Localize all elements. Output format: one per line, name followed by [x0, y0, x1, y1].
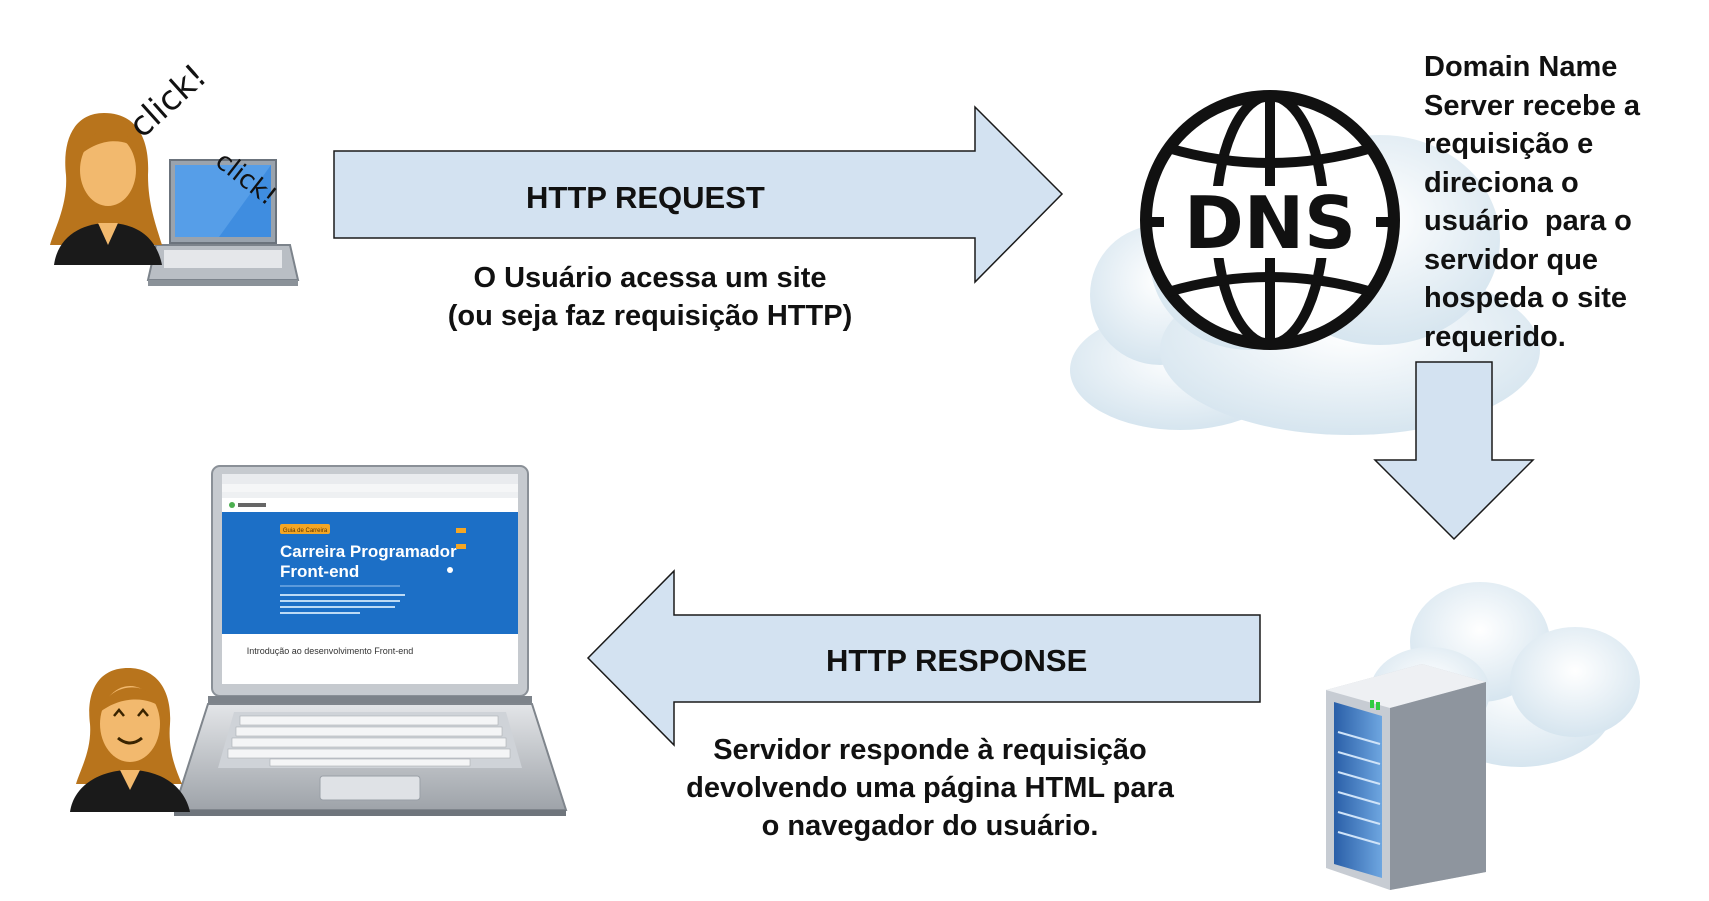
response-caption: Servidor responde à requisição devolvend…: [680, 731, 1180, 845]
dns-line-4: direciona o: [1424, 166, 1579, 199]
dns-badge-text: DNS: [1184, 181, 1356, 265]
response-caption-line-3: o navegador do usuário.: [761, 810, 1099, 842]
happy-person-icon: [70, 668, 190, 812]
dns-line-1: Domain Name: [1424, 51, 1618, 83]
dns-line-3: requisição e: [1424, 128, 1594, 160]
dns-line-7: hospeda o site: [1424, 282, 1628, 314]
response-caption-line-2: devolvendo uma página HTML para: [686, 772, 1174, 804]
screen-footer-text: Introdução ao desenvolvimento Front-end: [247, 646, 414, 656]
response-caption-line-1: Servidor responde à requisição: [713, 734, 1147, 766]
request-caption-line-2: (ou seja faz requisição HTTP): [447, 300, 853, 332]
person-clicking-laptop-icon: [50, 113, 300, 286]
dns-line-5: usuário para o: [1424, 205, 1632, 237]
http-response-label: HTTP RESPONSE: [826, 643, 1088, 678]
request-caption: O Usuário acessa um site (ou seja faz re…: [430, 259, 870, 335]
screen-hero-badge: Guia de Carreira: [283, 528, 328, 534]
screen-hero-title-1: Carreira Programador: [280, 542, 457, 561]
woman-avatar: [50, 113, 162, 265]
dns-line-8: requerido.: [1424, 320, 1566, 353]
http-request-label: HTTP REQUEST: [526, 180, 765, 215]
small-laptop-icon: [146, 159, 300, 286]
globe-dns-icon: DNS: [1140, 90, 1400, 350]
dns-line-2: Server recebe a: [1424, 89, 1641, 122]
dns-description: Domain Name Server recebe a requisição e…: [1424, 48, 1640, 356]
dns-line-6: servidor que: [1424, 243, 1599, 276]
request-caption-line-1: O Usuário acessa um site: [473, 262, 827, 294]
screen-hero-title-2: Front-end: [280, 562, 359, 581]
laptop-icon: Guia de Carreira Carreira Programador Fr…: [172, 465, 568, 816]
server-cloud-icon: [1326, 582, 1640, 890]
server-icon: [1326, 664, 1486, 890]
